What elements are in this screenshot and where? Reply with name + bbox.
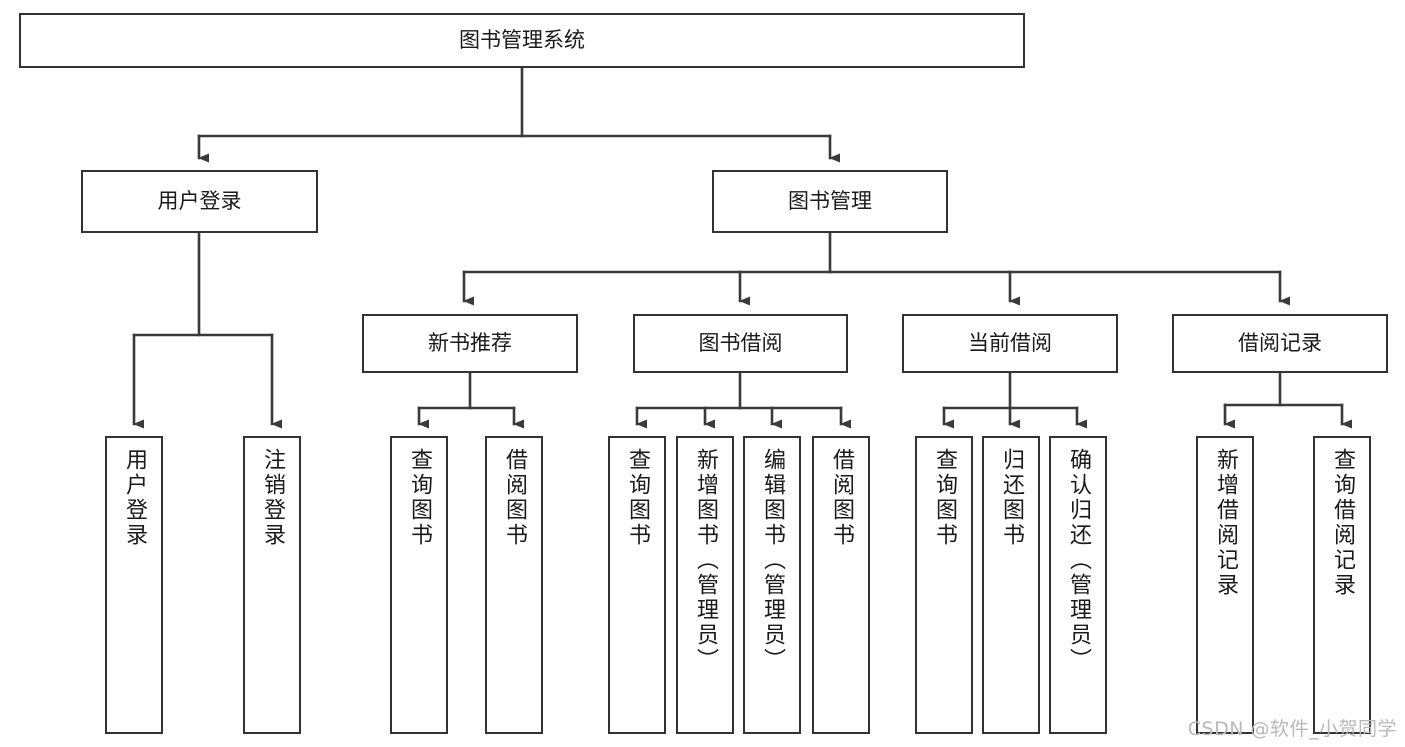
- node-current-borrow[interactable]: 当前借阅: [902, 314, 1118, 373]
- node-label: 注销登录: [260, 448, 285, 548]
- node-label: 借阅记录: [1238, 330, 1322, 355]
- node-label: 查询图书: [407, 448, 432, 548]
- leaf-new-book-borrow[interactable]: 借阅图书: [485, 436, 543, 734]
- leaf-book-borrow-borrow[interactable]: 借阅图书: [812, 436, 870, 734]
- node-root-system[interactable]: 图书管理系统: [19, 13, 1025, 68]
- leaf-new-book-query[interactable]: 查询图书: [390, 436, 448, 734]
- node-label: 用户登录: [122, 448, 147, 548]
- node-label: 新增图书（管理员）: [693, 448, 718, 673]
- node-label: 新书推荐: [428, 330, 512, 355]
- leaf-current-borrow-confirm-return[interactable]: 确认归还（管理员）: [1049, 436, 1107, 734]
- node-label: 图书管理: [788, 188, 872, 213]
- node-book-management[interactable]: 图书管理: [712, 170, 948, 233]
- node-label: 查询借阅记录: [1330, 448, 1355, 598]
- node-book-borrow[interactable]: 图书借阅: [633, 314, 848, 373]
- leaf-borrow-record-add[interactable]: 新增借阅记录: [1196, 436, 1254, 734]
- leaf-user-login-signin[interactable]: 用户登录: [105, 436, 163, 734]
- watermark-text: CSDN @软件_小贺同学: [1187, 718, 1397, 740]
- leaf-book-borrow-edit[interactable]: 编辑图书（管理员）: [743, 436, 801, 734]
- leaf-borrow-record-query[interactable]: 查询借阅记录: [1313, 436, 1371, 734]
- leaf-book-borrow-add[interactable]: 新增图书（管理员）: [676, 436, 734, 734]
- leaf-book-borrow-query[interactable]: 查询图书: [608, 436, 666, 734]
- node-label: 借阅图书: [829, 448, 854, 548]
- node-label: 编辑图书（管理员）: [760, 448, 785, 673]
- leaf-current-borrow-query[interactable]: 查询图书: [915, 436, 973, 734]
- node-user-login[interactable]: 用户登录: [81, 170, 318, 233]
- node-new-book-recommend[interactable]: 新书推荐: [362, 314, 578, 373]
- node-label: 查询图书: [932, 448, 957, 548]
- node-label: 图书借阅: [698, 330, 783, 355]
- node-borrow-record[interactable]: 借阅记录: [1172, 314, 1388, 373]
- node-label: 借阅图书: [502, 448, 527, 548]
- node-label: 归还图书: [999, 448, 1024, 548]
- leaf-current-borrow-return[interactable]: 归还图书: [982, 436, 1040, 734]
- node-label: 查询图书: [625, 448, 650, 548]
- node-label: 用户登录: [157, 188, 242, 213]
- leaf-user-login-signout[interactable]: 注销登录: [243, 436, 301, 734]
- node-label: 新增借阅记录: [1213, 448, 1238, 598]
- node-label: 当前借阅: [968, 330, 1052, 355]
- node-label: 图书管理系统: [459, 27, 585, 52]
- node-label: 确认归还（管理员）: [1066, 448, 1091, 673]
